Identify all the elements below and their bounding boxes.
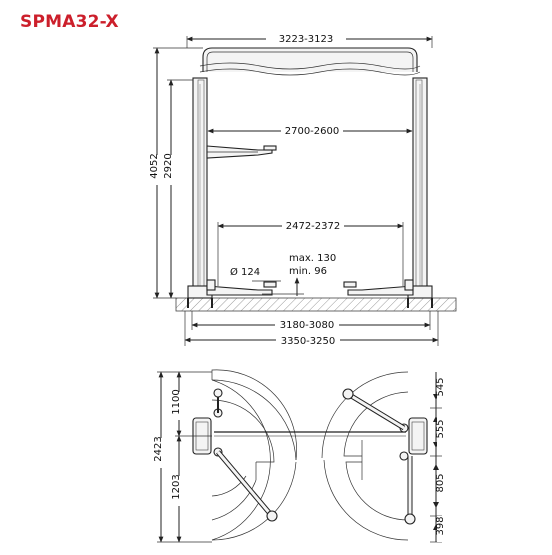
dim-total-depth: 2423: [153, 371, 212, 543]
left-swing-arcs: [211, 369, 297, 541]
label-2700-2600: 2700-2600: [285, 126, 340, 137]
dim-overall-width-top: 3223-3123: [186, 32, 433, 48]
label-398: 398: [435, 516, 446, 535]
dim-arm-inner-width: 2472-2372: [217, 219, 404, 286]
label-805: 805: [435, 473, 446, 492]
raised-arm: [206, 145, 277, 159]
label-pad-min: min. 96: [289, 266, 327, 277]
top-crossbeam: [199, 47, 421, 76]
dim-base-inner: 3180-3080: [191, 311, 431, 331]
dim-column-inner-width: 2700-2600: [207, 124, 413, 137]
dim-right-stack: 545 555 805 398: [430, 372, 450, 543]
label-3180-3080: 3180-3080: [280, 320, 335, 331]
right-post-top: [342, 388, 428, 525]
label-1100: 1100: [171, 389, 182, 414]
label-pad-diameter: Ø 124: [230, 266, 260, 278]
left-post-top: [192, 388, 278, 522]
label-2920: 2920: [163, 153, 174, 178]
label-4052: 4052: [149, 153, 160, 178]
right-column: [407, 77, 433, 308]
label-pad-max: max. 130: [289, 253, 336, 264]
dim-pad: Ø 124 max. 130 min. 96: [230, 253, 336, 296]
dim-base-outer: 3350-3250: [184, 311, 439, 347]
left-lowered-arm: [206, 279, 277, 296]
left-column: [187, 77, 213, 308]
floor-slab: [175, 297, 457, 312]
dim-lower-depth: 1203: [171, 435, 186, 543]
front-view: 3223-3123 2700-2600 2472-2372 Ø 124 max: [149, 32, 457, 347]
label-3350-3250: 3350-3250: [281, 336, 336, 347]
label-3223-3123: 3223-3123: [279, 34, 334, 45]
label-2423: 2423: [153, 436, 164, 461]
label-555: 555: [435, 419, 446, 438]
label-1203: 1203: [171, 474, 182, 499]
dim-column-height: 2920: [163, 79, 193, 299]
model-title: SPMA32-X: [20, 12, 119, 32]
top-view: 2423 1100 1203: [153, 369, 450, 543]
right-lowered-arm: [343, 279, 414, 296]
right-swing-arcs: [321, 371, 409, 541]
label-2472-2372: 2472-2372: [286, 221, 341, 232]
dim-overall-height: 4052: [149, 47, 203, 299]
label-545: 545: [435, 377, 446, 396]
